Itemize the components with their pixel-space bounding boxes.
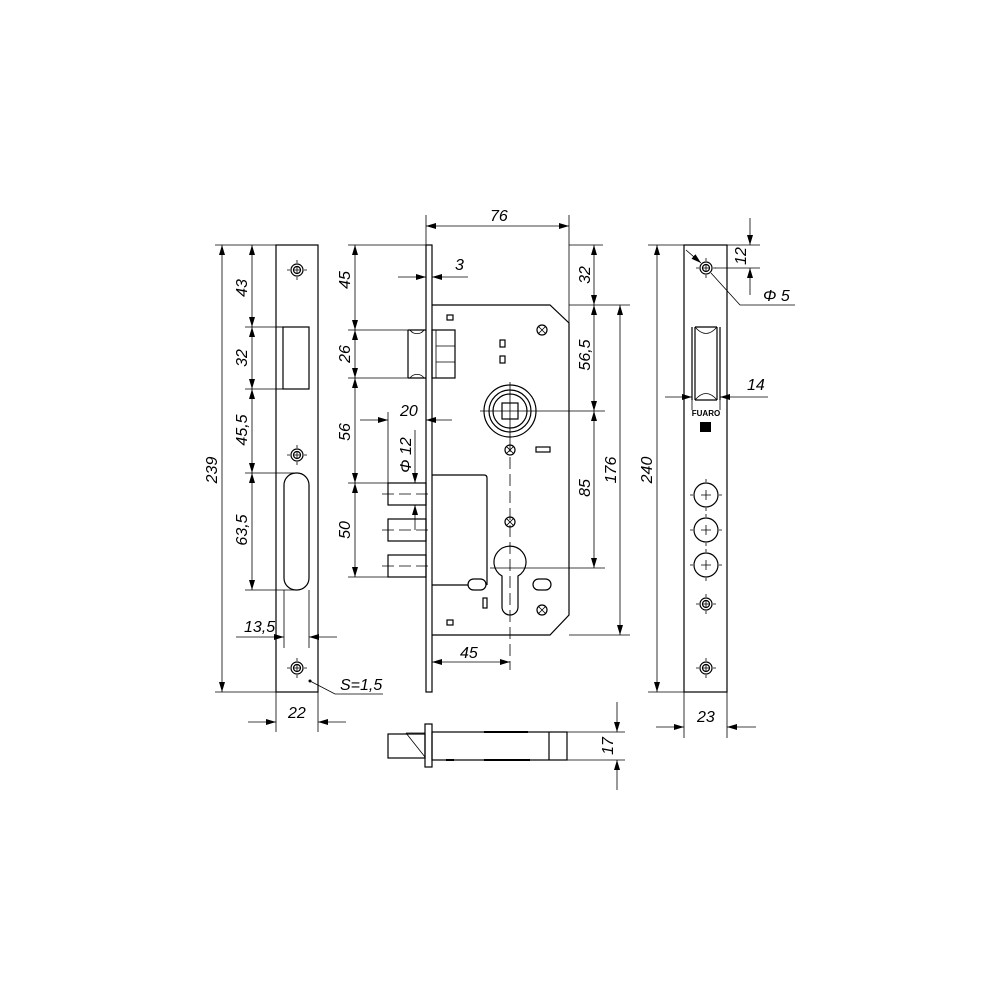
dim-13-5: 13,5 [244, 619, 275, 636]
bottom-view: 17 [387, 702, 625, 790]
dim-85: 85 [577, 479, 594, 497]
dim-20: 20 [399, 403, 418, 420]
faceplate-view: FUARO 240 12 Φ 5 14 23 [639, 218, 795, 738]
screw-icon [536, 324, 548, 336]
thickness-label: S=1,5 [340, 677, 382, 694]
brand-mark [700, 422, 711, 432]
dim-32-right: 32 [577, 266, 594, 284]
strike-plate-outline [275, 244, 319, 693]
dim-56-5: 56,5 [577, 339, 594, 370]
dim-12: 12 [733, 247, 750, 265]
dim-45: 45 [337, 271, 354, 289]
faceplate-outline [683, 244, 728, 693]
follower-spindle [480, 382, 605, 440]
cylinder-hole [493, 545, 527, 616]
faceplate-side [425, 244, 433, 693]
dim-45-backset: 45 [460, 645, 478, 662]
dim-176: 176 [603, 457, 620, 484]
lock-case-outline [432, 304, 570, 636]
screw-hole-icon [695, 593, 717, 615]
lock-body-view: 76 3 45 26 56 50 20 Φ 12 32 56,5 85 176 … [337, 208, 630, 693]
cylinder-screw-hole-icon [689, 548, 723, 582]
dim-50: 50 [337, 521, 354, 539]
dim-76: 76 [490, 208, 508, 225]
dim-3: 3 [455, 257, 464, 274]
screw-hole-icon [286, 444, 308, 466]
screw-hole-icon [695, 657, 717, 679]
dim-240: 240 [639, 457, 656, 485]
dim-23: 23 [696, 709, 715, 726]
dim-26: 26 [337, 345, 354, 364]
screw-icon [536, 604, 548, 616]
dim-17: 17 [600, 736, 617, 755]
bolt-slot [283, 472, 310, 591]
latch-opening [282, 326, 310, 390]
dim-239: 239 [204, 457, 221, 485]
dim-diameter-5: Φ 5 [763, 288, 790, 305]
screw-hole-icon [286, 657, 308, 679]
dim-22: 22 [287, 705, 306, 722]
latch-bolt [407, 329, 426, 379]
cylinder-screw-hole-icon [689, 478, 723, 512]
dim-32: 32 [234, 349, 251, 367]
screw-hole-icon [286, 259, 308, 281]
cylinder-screw-hole-icon [689, 513, 723, 547]
dim-diameter-12: Φ 12 [398, 437, 415, 473]
brand-logo: FUARO [692, 409, 720, 418]
dim-43: 43 [234, 279, 251, 297]
strike-plate-view: 239 43 32 45,5 63,5 13,5 22 S=1,5 [204, 244, 383, 732]
dim-14: 14 [747, 377, 765, 394]
dim-63-5: 63,5 [234, 514, 251, 545]
dim-56: 56 [337, 423, 354, 441]
dim-45-5: 45,5 [234, 414, 251, 445]
